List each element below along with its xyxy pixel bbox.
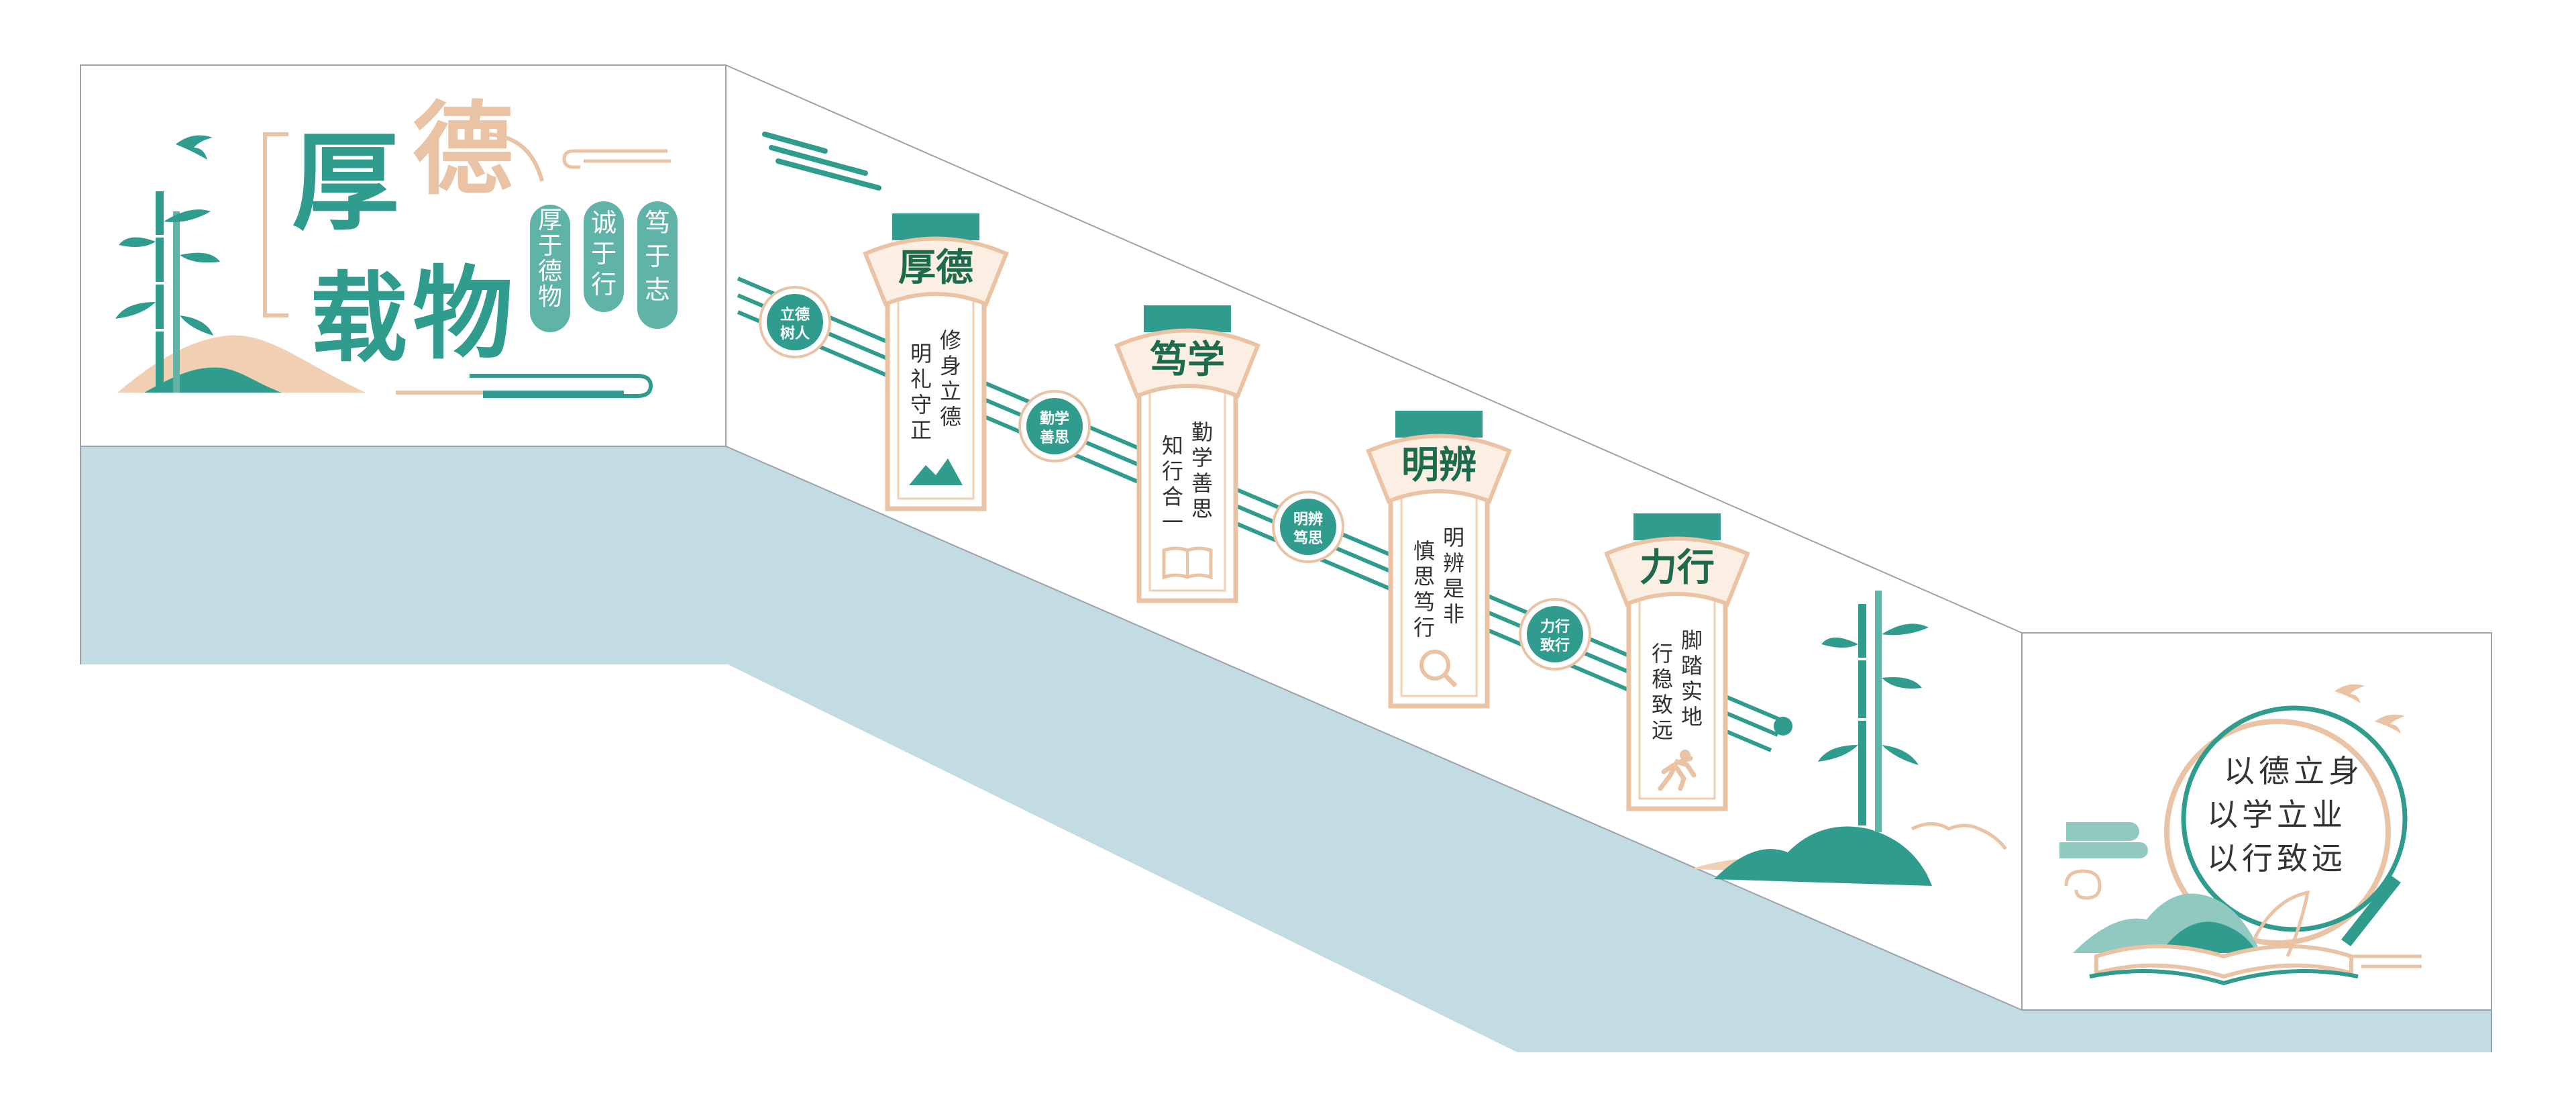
node-label-bottom: 笃思: [1293, 530, 1323, 547]
title-char-hou: 厚: [292, 119, 399, 246]
magnifier-icon: [1419, 650, 1458, 688]
runner-icon: [1658, 750, 1697, 791]
title-frame: [263, 132, 288, 317]
title-char-zai: 载: [311, 262, 408, 376]
swallow-icon: [2334, 684, 2365, 703]
cloud-icon: [2059, 822, 2148, 858]
node-label-top: 明辨: [1293, 511, 1323, 528]
swallow-icon: [2375, 714, 2405, 734]
frame-circle-teal: [2181, 705, 2408, 932]
frame-circle-peach: [2164, 719, 2391, 946]
motto-pills: 厚于德物 诚于行 笃于志: [530, 201, 678, 332]
node-label-bottom: 善思: [1040, 429, 1069, 446]
panel-title: 笃学: [1150, 338, 1225, 382]
mountain-icon: [909, 458, 963, 485]
wave-icon: [470, 374, 653, 398]
panel-col-left: 慎思笃行: [1413, 538, 1435, 640]
motto-pill-1: 厚于德物: [538, 207, 562, 311]
blue-lower-wall: [80, 446, 2491, 1052]
node-label-bottom: 致行: [1540, 637, 1570, 654]
cloud-scroll-icon: [562, 149, 671, 169]
swallow-icon: [176, 135, 213, 160]
bamboo-icon: [1818, 591, 1929, 832]
motto-line-3: 以行致远: [2207, 840, 2347, 876]
cloud-swirl-icon: [2064, 869, 2102, 900]
node-label-top: 勤学: [1040, 410, 1069, 428]
panel-col-right: 脚踏实地: [1681, 627, 1703, 730]
bamboo-icon: [115, 191, 220, 393]
motto-line-1: 以德立身: [2224, 753, 2363, 789]
node-label-top: 立德: [780, 306, 810, 323]
motto-pill-3: 笃于志: [645, 208, 670, 305]
node-label-top: 力行: [1540, 618, 1570, 636]
panel-title: 明辨: [1401, 443, 1477, 487]
panel-col-left: 知行合一: [1162, 433, 1183, 535]
book-icon: [1162, 546, 1213, 580]
panel-col-right: 勤学善思: [1191, 419, 1213, 521]
mountain-icon: [1714, 826, 1932, 886]
dash-lines: [762, 132, 881, 191]
left-panel: 厚 德 载 物 厚于德物 诚于行 笃于志: [115, 91, 678, 398]
panel-title: 厚德: [898, 246, 973, 290]
motto-pill-2: 诚于行: [591, 208, 616, 299]
panel-title: 力行: [1640, 546, 1715, 590]
panel-col-left: 行稳致远: [1652, 641, 1673, 743]
mountain-icon: [2160, 921, 2257, 953]
open-book-icon: [2089, 890, 2359, 986]
title-char-de: 德: [413, 91, 513, 209]
pencil-icon: [2341, 876, 2401, 946]
timeline-node-2: 勤学善思: [1018, 390, 1091, 462]
panel-col-left: 明礼守正: [910, 341, 932, 443]
title-char-wu: 物: [413, 255, 513, 373]
node-label-bottom: 树人: [780, 325, 810, 342]
panel-col-right: 明辨是非: [1443, 525, 1464, 627]
right-panel: 以德立身 以学立业 以行致远: [2059, 684, 2422, 986]
panel-col-right: 修身立德: [940, 328, 961, 430]
motto-line-2: 以学立业: [2207, 797, 2347, 833]
